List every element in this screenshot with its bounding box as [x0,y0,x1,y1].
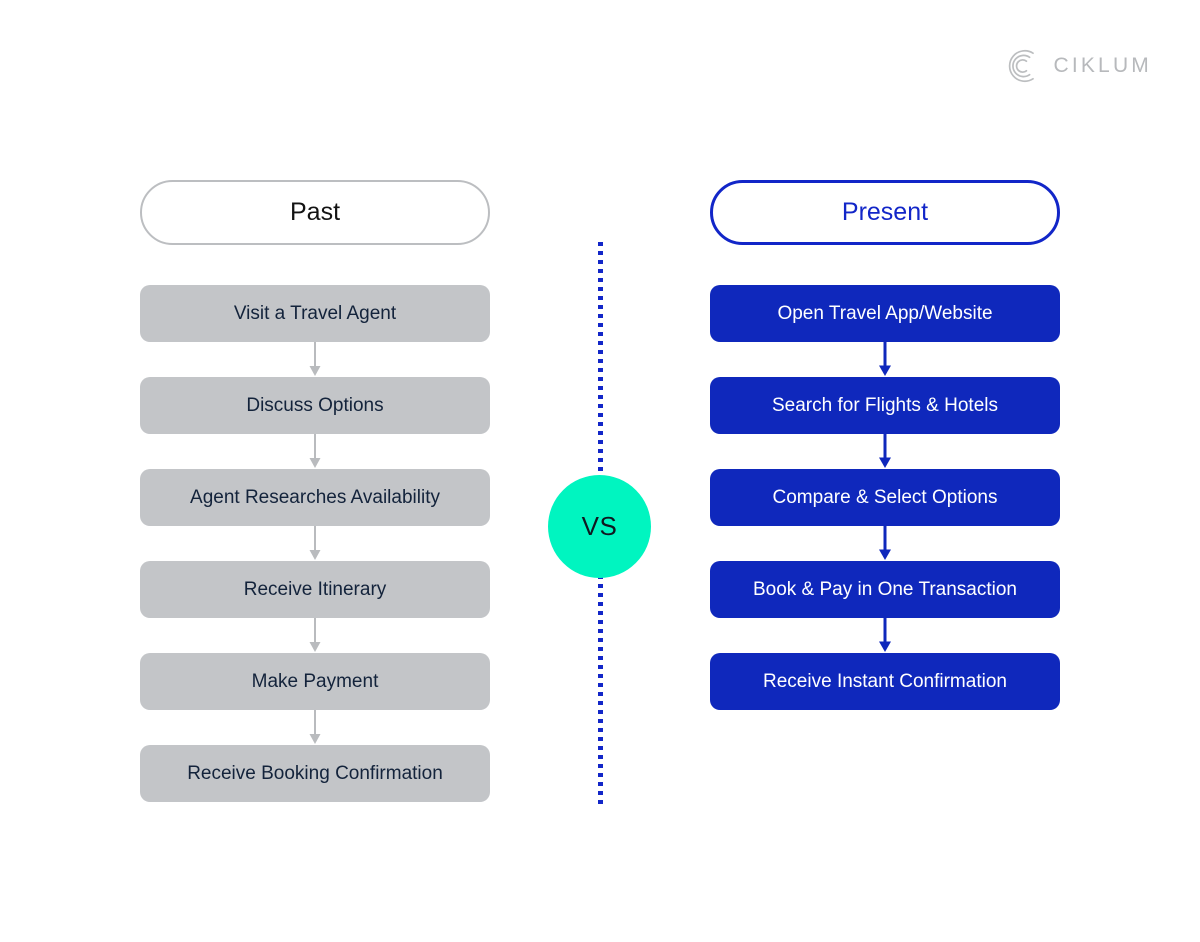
column-header-present: Present [710,180,1060,245]
step-card[interactable]: Compare & Select Options [710,469,1060,526]
arrow-down-icon [140,710,490,745]
arrow-down-icon [710,618,1060,653]
ciklum-arcs-c-logo-icon [1003,48,1039,84]
arrow-down-icon [140,618,490,653]
arrow-down-icon [140,526,490,561]
step-card[interactable]: Book & Pay in One Transaction [710,561,1060,618]
column-past: Past Visit a Travel Agent Discuss Option… [140,180,490,802]
step-card[interactable]: Receive Itinerary [140,561,490,618]
column-present: Present Open Travel App/Website Search f… [710,180,1060,710]
step-card[interactable]: Receive Instant Confirmation [710,653,1060,710]
arrow-down-icon [710,526,1060,561]
step-card[interactable]: Discuss Options [140,377,490,434]
arrow-down-icon [710,342,1060,377]
step-card[interactable]: Open Travel App/Website [710,285,1060,342]
step-card[interactable]: Receive Booking Confirmation [140,745,490,802]
arrow-down-icon [140,434,490,469]
brand-name: CIKLUM [1053,54,1152,77]
step-card[interactable]: Agent Researches Availability [140,469,490,526]
step-card[interactable]: Make Payment [140,653,490,710]
step-list-past: Visit a Travel Agent Discuss Options Age… [140,285,490,802]
step-list-present: Open Travel App/Website Search for Fligh… [710,285,1060,710]
arrow-down-icon [140,342,490,377]
step-card[interactable]: Visit a Travel Agent [140,285,490,342]
brand-logo: CIKLUM [1003,48,1152,84]
arrow-down-icon [710,434,1060,469]
step-card[interactable]: Search for Flights & Hotels [710,377,1060,434]
vs-badge: VS [548,475,651,578]
column-header-past: Past [140,180,490,245]
